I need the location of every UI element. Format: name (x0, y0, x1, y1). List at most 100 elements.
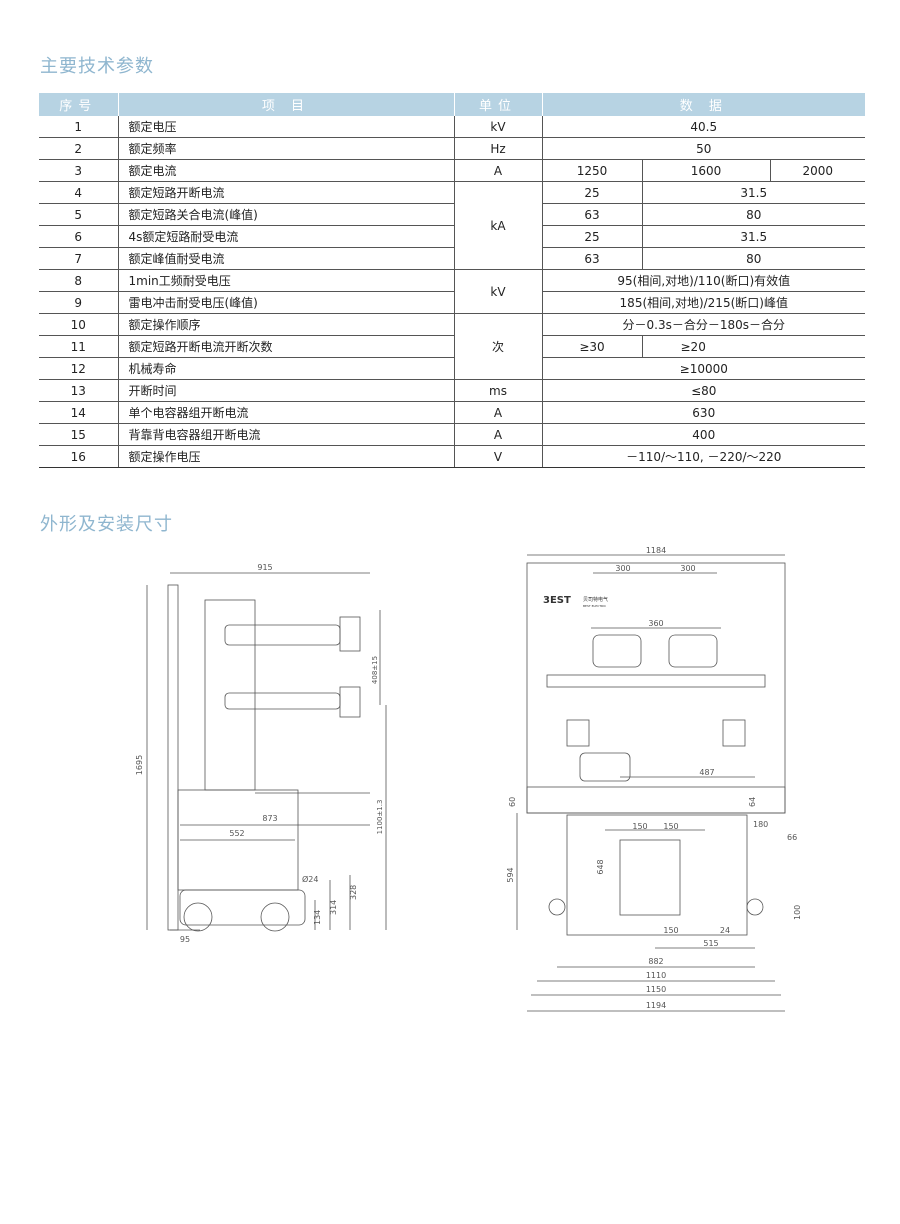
row-no: 3 (39, 159, 118, 182)
chassis-rail (526, 786, 786, 814)
wheel (746, 898, 764, 916)
control-panel (619, 839, 681, 916)
table-row: 3 额定电流 A 1250 1600 2000 (39, 159, 866, 182)
wheel (260, 902, 290, 932)
row-no: 14 (39, 401, 118, 424)
truck-body (566, 814, 748, 936)
row-unit: A (453, 423, 542, 446)
row-item: 背靠背电容器组开断电流 (117, 423, 454, 446)
dim-1184: 1184 (646, 546, 666, 555)
row-item: 额定频率 (117, 137, 454, 160)
table-row: 11 额定短路开断电流开断次数 ≥30 ≥20 (39, 335, 866, 358)
row-data: 63 (541, 203, 642, 226)
viewing-window (668, 634, 718, 668)
upper-contact (339, 616, 361, 652)
dim-873: 873 (262, 814, 277, 823)
lower-contact (339, 686, 361, 718)
dim-328: 328 (349, 885, 358, 900)
table-row: 4 额定短路开断电流 kA 25 31.5 (39, 181, 866, 270)
pole-body (204, 599, 256, 791)
row-data: ≥20 (641, 335, 866, 358)
row-no: 2 (39, 137, 118, 160)
row-item: 额定电流 (117, 159, 454, 182)
row-no: 6 (39, 225, 118, 248)
dim-882: 882 (648, 957, 663, 966)
table-row: 14 单个电容器组开断电流 A 630 (39, 401, 866, 424)
row-data: 1250 (541, 159, 642, 182)
dim-150b: 150 (663, 822, 678, 831)
header-item: 项 目 (117, 93, 454, 116)
row-item: 机械寿命 (117, 357, 454, 380)
header-data: 数 据 (541, 93, 866, 116)
row-item: 4s额定短路耐受电流 (117, 225, 454, 248)
table-row: 7 额定峰值耐受电流 63 80 (39, 247, 866, 270)
wheel (548, 898, 566, 916)
row-unit: 次 (453, 313, 542, 380)
dim-150a: 150 (632, 822, 647, 831)
row-unit: A (453, 401, 542, 424)
row-data: 40.5 (541, 116, 866, 138)
truck-base (179, 889, 306, 926)
row-data: 400 (541, 423, 866, 446)
brand-logo: 3EST (543, 595, 571, 606)
table-row: 12 机械寿命 ≥10000 (39, 357, 866, 380)
dim-66: 66 (787, 833, 797, 842)
row-no: 1 (39, 116, 118, 138)
dim-100: 100 (793, 905, 802, 920)
row-no: 7 (39, 247, 118, 270)
dim-24: Ø24 (302, 874, 318, 884)
dim-360: 360 (648, 619, 663, 628)
row-item: 额定操作电压 (117, 445, 454, 468)
dim-1100: 1100±1.3 (376, 800, 384, 835)
dim-1194: 1194 (646, 1001, 666, 1010)
row-data: 25 (541, 181, 642, 204)
brand-name-en: BEST ELECTRIC (583, 604, 606, 608)
table-row: 13 开断时间 ms ≤80 (39, 379, 866, 402)
table-row: 8 1min工频耐受电压 kV 95(相间,对地)/110(断口)有效值 (39, 269, 866, 314)
row-item: 额定短路开断电流 (117, 181, 454, 204)
lower-contact-arm (224, 692, 341, 710)
table-row: 5 额定短路关合电流(峰值) 63 80 (39, 203, 866, 226)
dim-64: 64 (748, 797, 757, 807)
row-no: 4 (39, 181, 118, 204)
row-unit: Hz (453, 137, 542, 160)
row-data: ≥10000 (541, 357, 866, 380)
row-no: 5 (39, 203, 118, 226)
row-item: 额定操作顺序 (117, 313, 454, 336)
dim-134: 134 (313, 910, 322, 925)
table-row: 1 额定电压 kV 40.5 (39, 116, 866, 138)
row-data: 31.5 (641, 181, 866, 204)
header-unit: 单位 (453, 93, 542, 116)
row-no: 15 (39, 423, 118, 446)
row-data: ≥30 (541, 335, 642, 358)
row-item: 单个电容器组开断电流 (117, 401, 454, 424)
dim-515: 515 (703, 939, 718, 948)
row-data: 63 (541, 247, 642, 270)
dim-594: 594 (506, 867, 515, 882)
row-no: 8 (39, 269, 118, 292)
table-row: 15 背靠背电容器组开断电流 A 400 (39, 423, 866, 446)
dim-95: 95 (180, 935, 190, 944)
side-view-drawing: 915 1695 408±15 1100±1.3 873 552 Ø24 328… (135, 563, 387, 944)
row-no: 9 (39, 291, 118, 314)
dim-24b: 24 (720, 926, 730, 935)
dim-1110: 1110 (646, 971, 666, 980)
row-data: 31.5 (641, 225, 866, 248)
wheel (183, 902, 213, 932)
upper-contact-arm (224, 624, 341, 646)
dim-1695: 1695 (135, 755, 144, 775)
row-data: －110/～110, －220/～220 (541, 445, 866, 468)
row-no: 10 (39, 313, 118, 336)
table-header-row: 序号 项 目 单位 数 据 (39, 93, 866, 116)
label-strip (546, 674, 766, 688)
row-data: ≤80 (541, 379, 866, 402)
row-item: 1min工频耐受电压 (117, 269, 454, 292)
dim-300b: 300 (680, 564, 695, 573)
row-item: 额定短路开断电流开断次数 (117, 335, 454, 358)
dim-487: 487 (699, 768, 714, 777)
panel-frame (167, 584, 179, 931)
dim-150c: 150 (663, 926, 678, 935)
row-item: 额定峰值耐受电流 (117, 247, 454, 270)
dimensions-section-title: 外形及安装尺寸 (40, 514, 173, 535)
handle (722, 719, 746, 747)
